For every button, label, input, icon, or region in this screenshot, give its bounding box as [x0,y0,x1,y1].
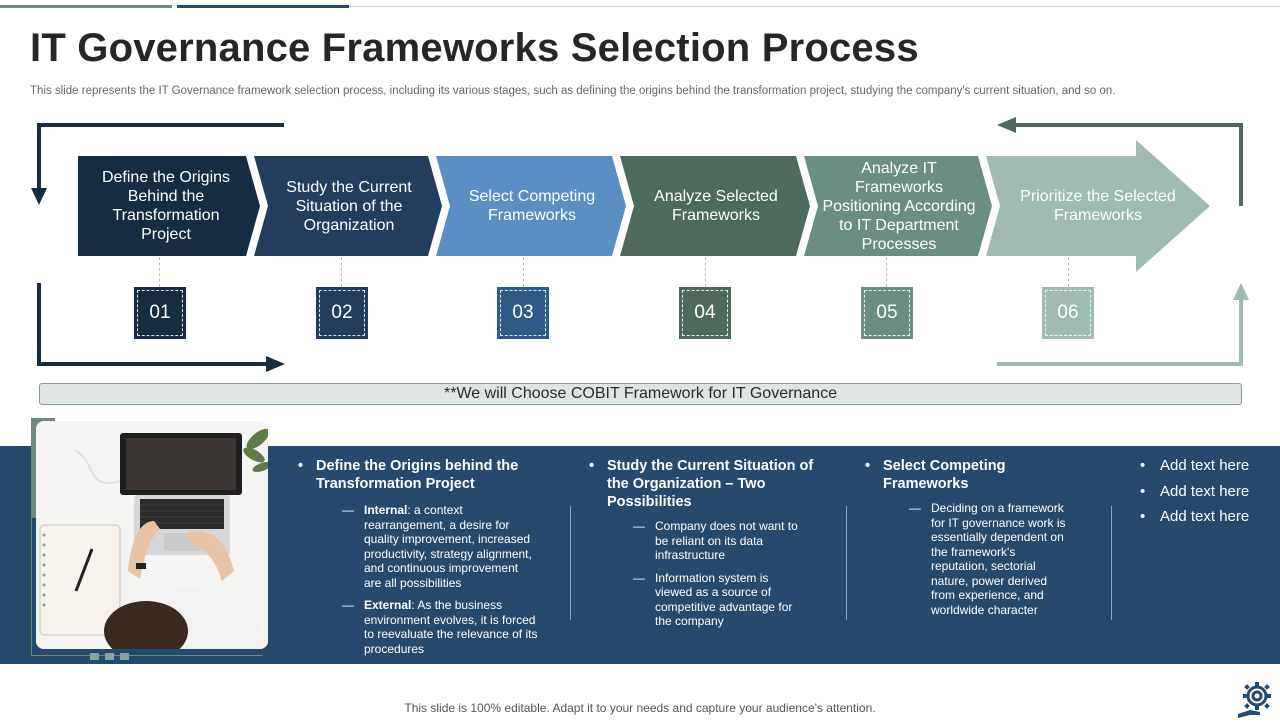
column-3-item-1: Deciding on a framework for IT governanc… [909,501,1073,617]
laptop-illustration [36,421,268,649]
cobit-note: **We will Choose COBIT Framework for IT … [39,383,1242,405]
top-accent-line-1 [0,5,172,8]
details-column-4: Add text here Add text here Add text her… [1138,456,1268,533]
stage-3-chevron [436,156,626,256]
column-2-item-1: Company does not want to be reliant on i… [633,519,803,563]
stage-5-chevron [804,156,992,256]
stage-1-connector [159,257,160,287]
stage-2-chevron [254,156,442,256]
stage-4-number: 04 [679,287,731,339]
details-column-3: Select Competing Frameworks Deciding on … [863,457,1093,617]
column-separator-3 [1111,506,1112,620]
process-diagram: Define the Origins Behind the Transforma… [31,117,1249,372]
top-rule [349,6,1280,7]
stage-6-number: 06 [1042,287,1094,339]
stage-6-connector [1068,257,1069,287]
stage-2-connector [341,257,342,287]
stage-3-label: Select Competing Frameworks [468,188,596,224]
process-shapes [31,117,1249,372]
details-column-1: Define the Origins behind the Transforma… [296,457,546,656]
column-separator-1 [570,506,571,620]
stage-2-number: 02 [316,287,368,339]
left-top-bracket-arrow [31,123,284,205]
stage-1-number: 01 [134,287,186,339]
column-3-heading: Select Competing Frameworks [863,457,1093,493]
column-1-item-internal: Internal: a context rearrangement, a des… [342,503,538,590]
external-text: : As the business environment evolves, i… [364,598,538,656]
stage-4-chevron [620,156,810,256]
details-column-2: Study the Current Situation of the Organ… [587,457,817,629]
stage-3-connector [523,257,524,287]
internal-text: : a context rearrangement, a desire for … [364,503,532,590]
page-title: IT Governance Frameworks Selection Proce… [30,26,919,70]
column-1-heading: Define the Origins behind the Transforma… [296,457,546,493]
stage-4-connector [705,257,706,287]
stage-5-connector [886,257,887,287]
stage-5-label: Analyze IT Frameworks Positioning Accord… [822,159,976,253]
page-subtitle: This slide represents the IT Governance … [30,85,1116,97]
stage-2-label: Study the Current Situation of the Organ… [286,178,412,234]
stage-6-label: Prioritize the Selected Frameworks [1020,188,1176,224]
column-1-item-external: External: As the business environment ev… [342,598,538,656]
stage-6-arrow [986,140,1210,272]
add-text-item-1: Add text here [1138,456,1268,476]
photo-frame-line [31,518,32,656]
stage-4-label: Analyze Selected Frameworks [654,188,778,224]
stage-1-chevron [78,156,260,256]
photo-frame-bottom [31,655,263,656]
left-bottom-bracket-arrow [37,283,285,372]
top-accent-line-2 [177,5,349,8]
add-text-item-2: Add text here [1138,482,1268,502]
footer-note: This slide is 100% editable. Adapt it to… [404,701,876,715]
laptop-photo [36,421,268,649]
stage-3-number: 03 [497,287,549,339]
stage-1-label: Define the Origins Behind the Transforma… [101,169,231,243]
internal-term: Internal [364,503,408,517]
column-separator-2 [846,506,847,620]
right-bottom-bracket-arrow [997,283,1249,366]
gear-hand-icon [1238,680,1272,718]
column-2-heading: Study the Current Situation of the Organ… [587,457,817,511]
column-2-item-2: Information system is viewed as a source… [633,571,803,629]
stage-5-number: 05 [861,287,913,339]
right-top-bracket-arrow [997,117,1243,206]
external-term: External [364,598,412,612]
add-text-item-3: Add text here [1138,507,1268,527]
